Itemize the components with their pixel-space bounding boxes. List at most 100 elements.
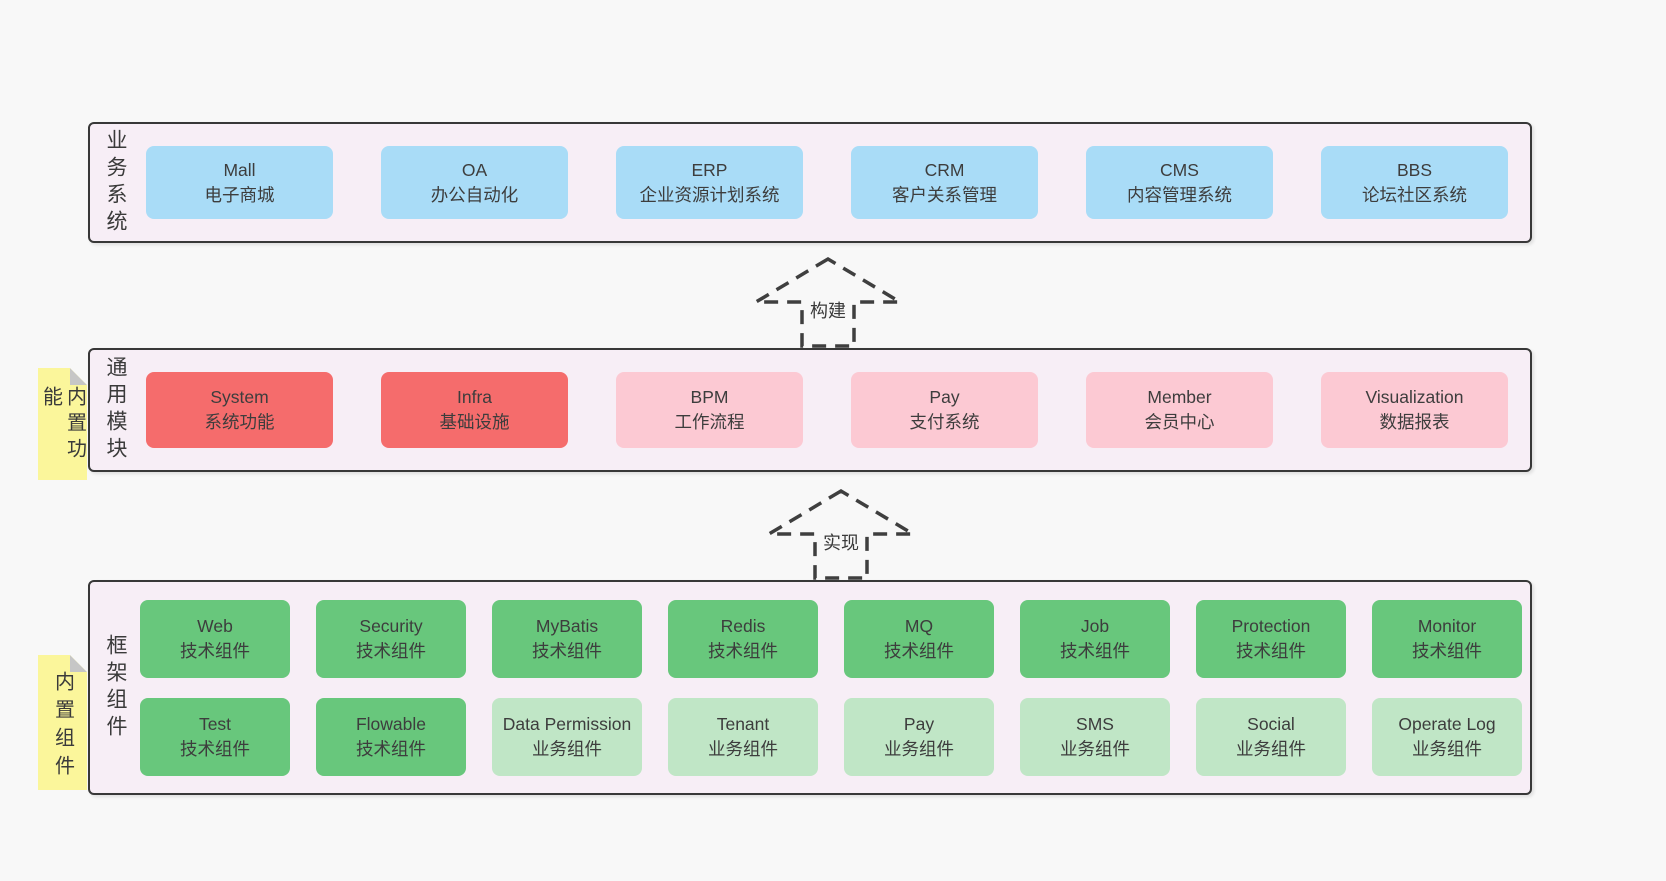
box-title: Mall	[223, 159, 256, 180]
box-system: System 系统功能	[146, 372, 333, 448]
box-security: Security 技术组件	[316, 599, 466, 678]
built-in-components-note-text: 内置组件	[51, 671, 74, 783]
layer-label-wrap: 业务系统	[90, 129, 140, 237]
box-title: Pay	[903, 713, 935, 734]
note-fold-corner-icon	[70, 368, 87, 385]
box-subtitle: 技术组件	[884, 640, 954, 661]
box-bbs: BBS 论坛社区系统	[1321, 146, 1508, 219]
box-subtitle: 会员中心	[1144, 412, 1215, 432]
box-monitor: Monitor 技术组件	[1372, 599, 1522, 678]
box-subtitle: 业务组件	[708, 738, 778, 759]
box-subtitle: 业务组件	[884, 738, 954, 759]
box-title: Infra	[456, 387, 493, 407]
box-subtitle: 技术组件	[180, 738, 250, 759]
box-sms: SMS 业务组件	[1020, 697, 1170, 776]
box-subtitle: 技术组件	[356, 640, 426, 661]
box-subtitle: 支付系统	[909, 412, 980, 432]
box-subtitle: 业务组件	[532, 738, 602, 759]
box-mybatis: MyBatis 技术组件	[492, 599, 642, 678]
box-social: Social 业务组件	[1196, 697, 1346, 776]
box-title: Protection	[1231, 615, 1311, 636]
box-subtitle: 技术组件	[180, 640, 250, 661]
box-title: System	[210, 387, 269, 407]
box-oa: OA 办公自动化	[381, 146, 568, 219]
box-subtitle: 技术组件	[1412, 640, 1482, 661]
box-title: SMS	[1076, 713, 1114, 734]
up-arrow-icon	[766, 488, 916, 580]
box-title: BBS	[1396, 159, 1433, 180]
box-erp: ERP 企业资源计划系统	[616, 146, 803, 219]
box-subtitle: 办公自动化	[430, 184, 519, 205]
box-title: Test	[198, 713, 232, 734]
box-subtitle: 业务组件	[1412, 738, 1482, 759]
box-subtitle: 内容管理系统	[1127, 184, 1232, 205]
framework-components-grid: Web 技术组件 Security 技术组件 MyBatis 技术组件 Redi…	[140, 599, 1530, 776]
box-title: Operate Log	[1398, 713, 1496, 734]
box-cms: CMS 内容管理系统	[1086, 146, 1273, 219]
box-subtitle: 基础设施	[439, 412, 510, 432]
box-crm: CRM 客户关系管理	[851, 146, 1038, 219]
box-job: Job 技术组件	[1020, 599, 1170, 678]
built-in-components-note: 内置组件	[38, 655, 87, 790]
build-arrow-label: 构建	[806, 296, 850, 324]
layer-label-wrap: 通用模块	[90, 356, 140, 464]
box-title: Security	[359, 615, 423, 636]
box-title: Web	[197, 615, 233, 636]
box-subtitle: 业务组件	[1060, 738, 1130, 759]
box-subtitle: 工作流程	[674, 412, 745, 432]
box-title: Redis	[720, 615, 766, 636]
box-subtitle: 业务组件	[1236, 738, 1306, 759]
box-title: Job	[1080, 615, 1110, 636]
box-subtitle: 数据报表	[1379, 412, 1450, 432]
layer-label-wrap: 框架组件	[90, 634, 140, 742]
box-subtitle: 技术组件	[1060, 640, 1130, 661]
box-subtitle: 技术组件	[532, 640, 602, 661]
box-bpm: BPM 工作流程	[616, 372, 803, 448]
framework-components-layer: 框架组件 Web 技术组件 Security 技术组件 MyBatis 技术组件…	[88, 580, 1532, 795]
box-mall: Mall 电子商城	[146, 146, 333, 219]
box-subtitle: 技术组件	[356, 738, 426, 759]
box-title: Flowable	[355, 713, 427, 734]
components-row-1: Web 技术组件 Security 技术组件 MyBatis 技术组件 Redi…	[140, 599, 1530, 678]
box-protection: Protection 技术组件	[1196, 599, 1346, 678]
framework-components-label: 框架组件	[104, 633, 127, 742]
box-tenant: Tenant 业务组件	[668, 697, 818, 776]
box-title: MQ	[904, 615, 934, 636]
box-title: CRM	[924, 159, 965, 180]
box-title: MyBatis	[535, 615, 599, 636]
box-subtitle: 系统功能	[204, 412, 275, 432]
components-row-2: Test 技术组件 Flowable 技术组件 Data Permission …	[140, 697, 1530, 776]
box-operate-log: Operate Log 业务组件	[1372, 697, 1522, 776]
box-title: CMS	[1160, 159, 1199, 180]
box-subtitle: 企业资源计划系统	[639, 184, 780, 205]
box-subtitle: 技术组件	[1236, 640, 1306, 661]
common-modules-layer: 通用模块 System 系统功能 Infra 基础设施 BPM 工作流程 Pay…	[88, 348, 1532, 472]
box-pay-module: Pay 支付系统	[851, 372, 1038, 448]
box-flowable: Flowable 技术组件	[316, 697, 466, 776]
note-fold-corner-icon	[70, 655, 87, 672]
box-title: Pay	[929, 387, 960, 407]
box-subtitle: 技术组件	[708, 640, 778, 661]
box-title: OA	[461, 159, 488, 180]
box-title: Visualization	[1365, 387, 1464, 407]
built-in-functions-note: 内置功能	[38, 368, 87, 480]
box-redis: Redis 技术组件	[668, 599, 818, 678]
box-test: Test 技术组件	[140, 697, 290, 776]
implement-arrow-label: 实现	[819, 528, 863, 556]
box-subtitle: 论坛社区系统	[1362, 184, 1467, 205]
box-pay-component: Pay 业务组件	[844, 697, 994, 776]
box-member: Member 会员中心	[1086, 372, 1273, 448]
box-title: Social	[1247, 713, 1295, 734]
built-in-functions-note-text: 内置功能	[39, 386, 86, 464]
box-visualization: Visualization 数据报表	[1321, 372, 1508, 448]
box-title: Data Permission	[502, 713, 632, 734]
business-systems-layer: 业务系统 Mall 电子商城 OA 办公自动化 ERP 企业资源计划系统 CRM…	[88, 122, 1532, 243]
up-arrow-icon	[753, 256, 903, 348]
common-modules-label: 通用模块	[104, 356, 127, 464]
common-modules-boxes: System 系统功能 Infra 基础设施 BPM 工作流程 Pay 支付系统…	[140, 372, 1530, 448]
box-title: Member	[1147, 387, 1212, 407]
box-title: Tenant	[716, 713, 770, 734]
box-data-permission: Data Permission 业务组件	[492, 697, 642, 776]
box-mq: MQ 技术组件	[844, 599, 994, 678]
box-subtitle: 电子商城	[204, 184, 275, 205]
